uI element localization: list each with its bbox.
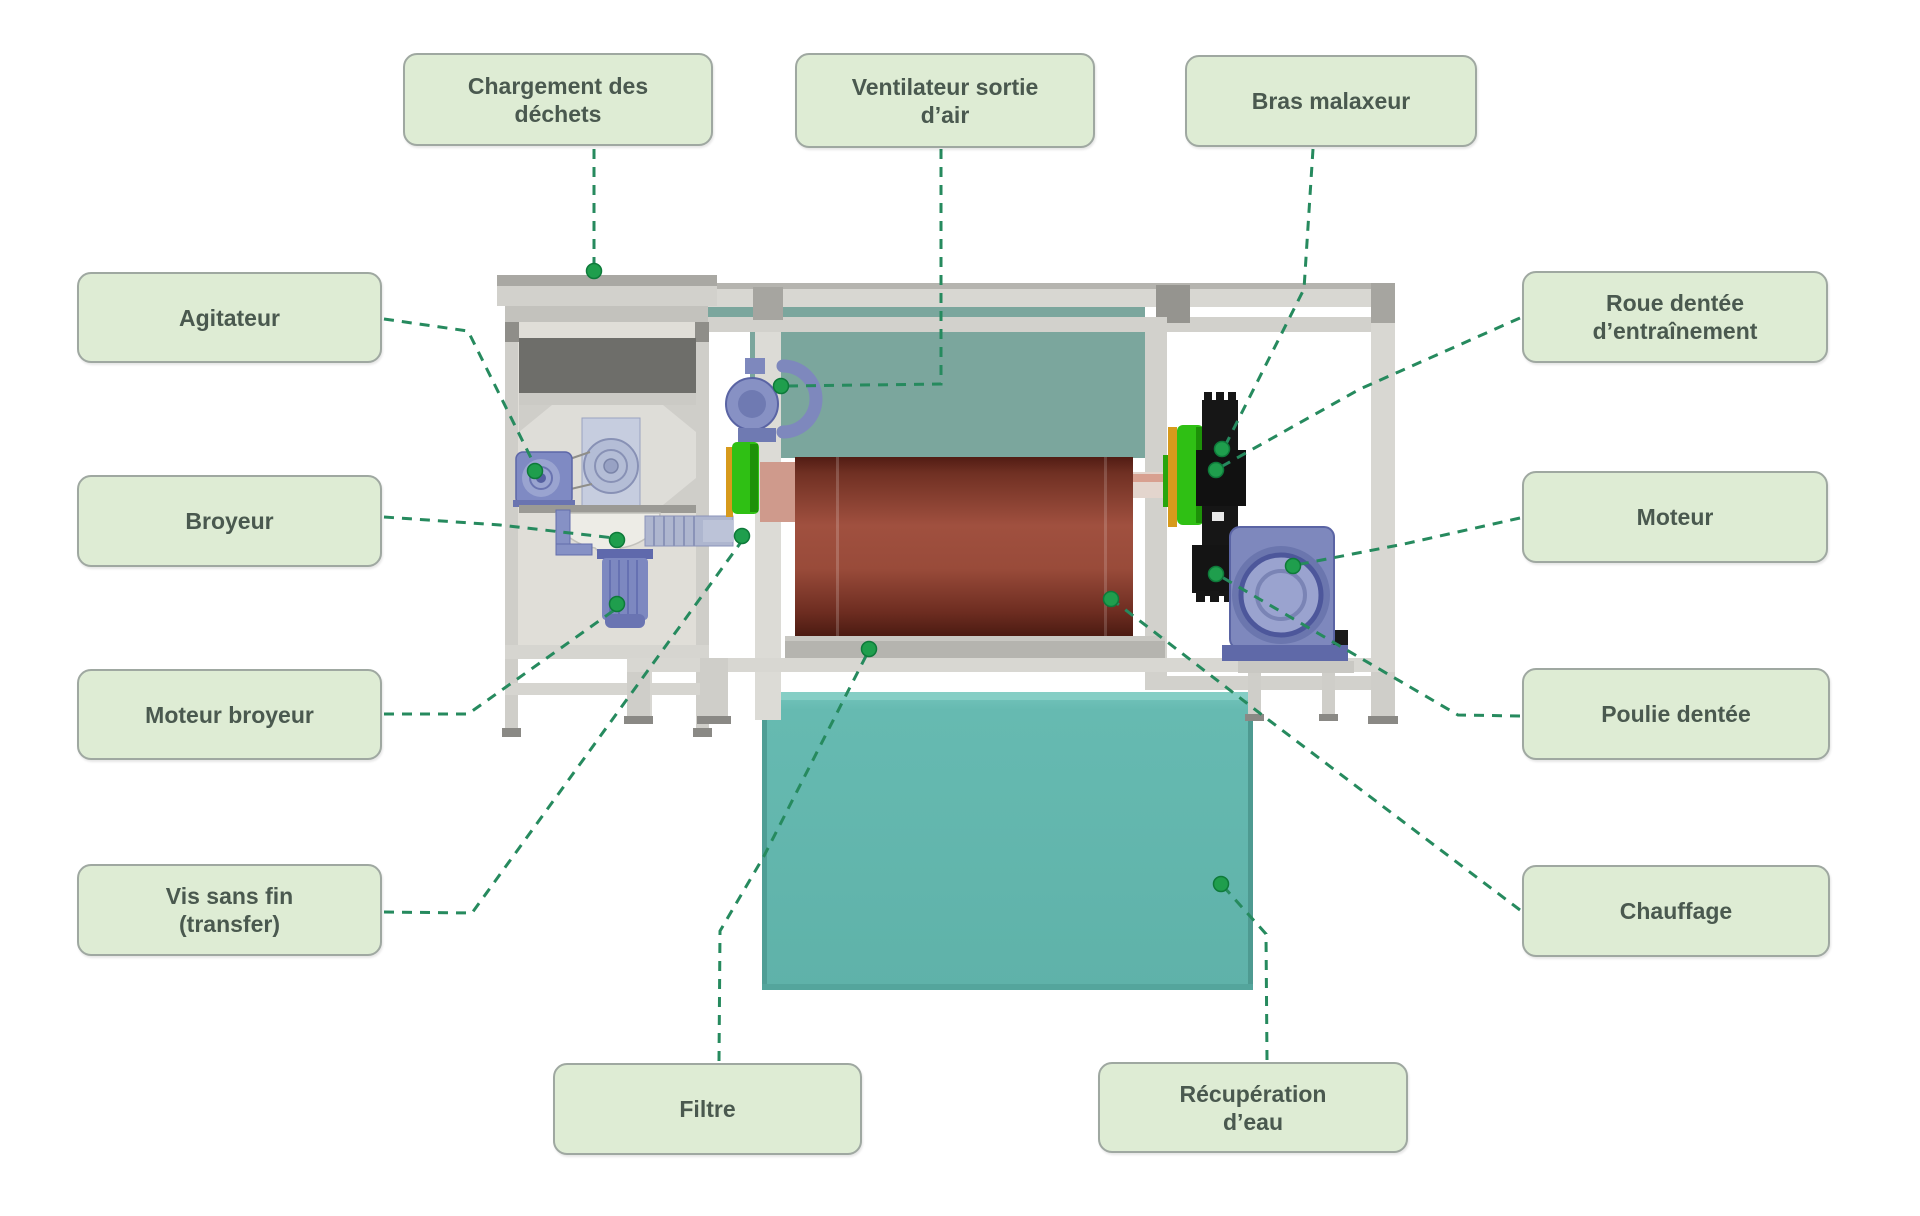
- label-recuperation-eau: Récupération d’eau: [1098, 1062, 1408, 1153]
- callout-dot-filtre: [860, 640, 878, 658]
- label-vis-sans-fin: Vis sans fin (transfer): [77, 864, 382, 956]
- callout-line-chauffage: [1113, 599, 1521, 912]
- callout-lines: [383, 148, 1521, 1062]
- hopper-opening: [519, 338, 696, 393]
- label-chargement-des-dechets: Chargement des déchets: [403, 53, 713, 146]
- callout-dots: [526, 262, 1302, 893]
- water-tank: [762, 692, 1253, 990]
- waste-hopper-cap: [497, 275, 717, 322]
- callout-line-poulie-dentee: [1219, 574, 1521, 718]
- screw-conveyor: [644, 515, 734, 547]
- label-poulie-dentee: Poulie dentée: [1522, 668, 1830, 760]
- callout-dot-broyeur: [608, 531, 626, 549]
- label-chauffage: Chauffage: [1522, 865, 1830, 957]
- callout-dot-vis-sans-fin: [733, 527, 751, 545]
- callout-line-vis-sans-fin: [383, 537, 746, 915]
- label-bras-malaxeur: Bras malaxeur: [1185, 55, 1477, 147]
- label-moteur: Moteur: [1522, 471, 1828, 563]
- callout-line-ventilateur: [787, 149, 943, 388]
- callout-line-roue-dentee: [1218, 316, 1521, 470]
- drum-right-shaft-highlight: [1133, 474, 1173, 482]
- callout-line-agitateur: [383, 317, 538, 469]
- label-roue-dentee-entrainement: Roue dentée d’entraînement: [1522, 271, 1828, 363]
- label-broyeur: Broyeur: [77, 475, 382, 567]
- filter-plate: [785, 636, 1165, 658]
- callout-line-recuperation: [1221, 884, 1269, 1061]
- ventilator-fan: [725, 358, 823, 442]
- grinder-bracket: [555, 509, 593, 556]
- callout-line-bras-malaxeur: [1222, 148, 1315, 449]
- label-filtre: Filtre: [553, 1063, 862, 1155]
- callout-dot-ventilateur: [772, 377, 790, 395]
- drum: [795, 457, 1133, 637]
- label-ventilateur-sortie-air: Ventilateur sortie d’air: [795, 53, 1095, 148]
- callout-line-broyeur: [383, 515, 615, 540]
- callout-dot-chargement: [585, 262, 603, 280]
- drive-motor: [1222, 526, 1354, 721]
- drum-left-neck: [760, 462, 796, 522]
- left-pulley: [726, 442, 759, 517]
- label-agitateur: Agitateur: [77, 272, 382, 363]
- callout-line-moteur: [1295, 516, 1521, 567]
- callout-dot-chauffage: [1102, 590, 1120, 608]
- callout-dot-poulie-dentee: [1207, 565, 1225, 583]
- callout-dot-moteur: [1284, 557, 1302, 575]
- callout-dot-moteur-broyeur: [608, 595, 626, 613]
- callout-dot-bras-malaxeur: [1213, 440, 1231, 458]
- label-moteur-broyeur: Moteur broyeur: [77, 669, 382, 760]
- callout-dot-roue-dentee: [1207, 461, 1225, 479]
- callout-line-filtre: [717, 651, 870, 1062]
- callout-dot-agitateur: [526, 462, 544, 480]
- callout-line-moteur-broyeur: [384, 604, 621, 716]
- machine-illustration: [497, 275, 1398, 990]
- callout-dot-recuperation: [1212, 875, 1230, 893]
- flywheel: [581, 417, 641, 509]
